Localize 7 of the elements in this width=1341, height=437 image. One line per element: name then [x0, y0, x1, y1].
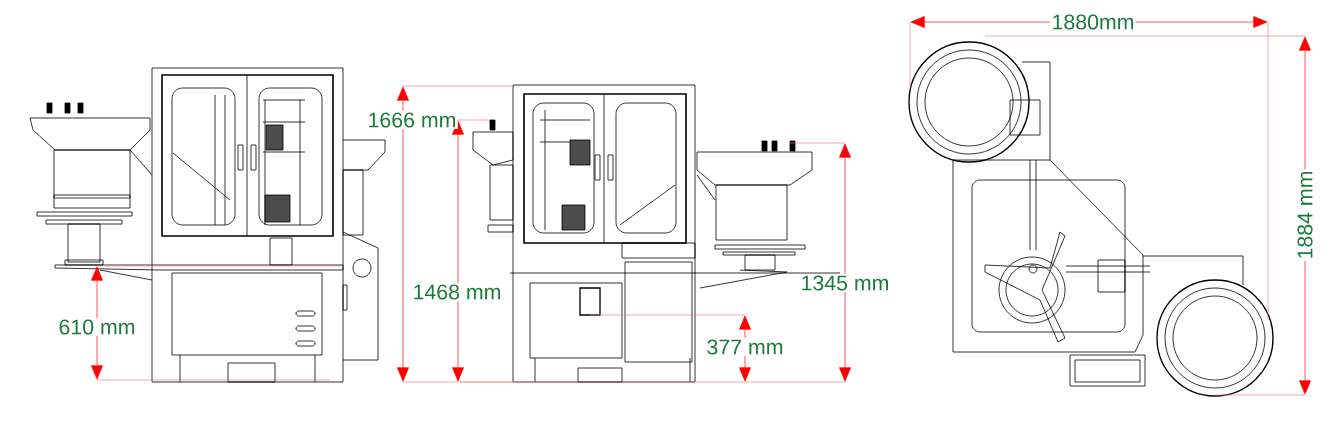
dimension-label: 610 mm — [57, 318, 137, 336]
dimension-label: 377 mm — [705, 338, 785, 356]
dimension-label: 1468 mm — [411, 283, 503, 301]
dimension-label: 1345 mm — [799, 274, 891, 292]
dimension-label: 1880mm — [1050, 13, 1136, 31]
dimension-label: 1884 mm — [1296, 169, 1314, 261]
dimension-label: 1666 mm — [366, 111, 458, 129]
